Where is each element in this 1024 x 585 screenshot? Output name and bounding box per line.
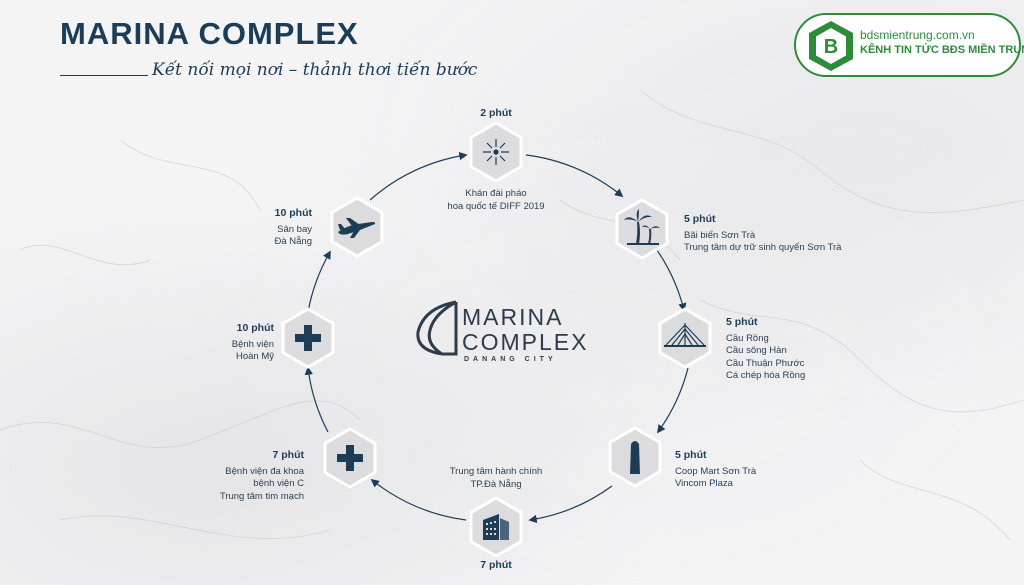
badge-site: bdsmientrung.com.vn: [860, 28, 975, 42]
node-hospital-c[interactable]: [319, 427, 381, 489]
marina-complex-logo: MARINA COMPLEX DANANG CITY: [412, 298, 586, 370]
label-admin-time: 7 phút: [480, 559, 512, 571]
node-mall[interactable]: [604, 426, 666, 488]
svg-text:B: B: [824, 36, 838, 58]
node-beach[interactable]: [611, 198, 673, 260]
logo-line-3: DANANG CITY: [464, 356, 557, 363]
page-title: MARINA COMPLEX: [60, 16, 359, 51]
bridge-icon: [664, 323, 706, 347]
logo-line-1: MARINA: [462, 304, 564, 330]
badge-label: KÊNH TIN TỨC BĐS MIỀN TRUNG: [860, 44, 1024, 56]
node-fireworks[interactable]: [465, 121, 527, 183]
tagline: Kết nối mọi nơi – thảnh thơi tiến bước: [152, 60, 478, 80]
logo-line-2: COMPLEX: [462, 329, 589, 355]
node-admin[interactable]: [465, 496, 527, 558]
airplane-icon: [338, 218, 376, 238]
label-fireworks-time: 2 phút: [480, 107, 512, 119]
site-badge[interactable]: B bdsmientrung.com.vn KÊNH TIN TỨC BĐS M…: [794, 13, 1024, 77]
tower-icon: [630, 441, 640, 474]
tagline-rule: [60, 75, 148, 76]
node-hoan-my[interactable]: [277, 307, 339, 369]
logo-mark-icon: [416, 300, 458, 356]
medical-cross-icon: [295, 325, 321, 351]
palm-tree-icon: [624, 209, 660, 245]
medical-cross-icon: [337, 445, 363, 471]
node-bridge[interactable]: [654, 307, 716, 369]
brand-logo-icon: B: [809, 21, 853, 71]
building-icon: [483, 514, 509, 540]
node-airport[interactable]: [326, 196, 388, 258]
fireworks-icon: [483, 139, 509, 165]
